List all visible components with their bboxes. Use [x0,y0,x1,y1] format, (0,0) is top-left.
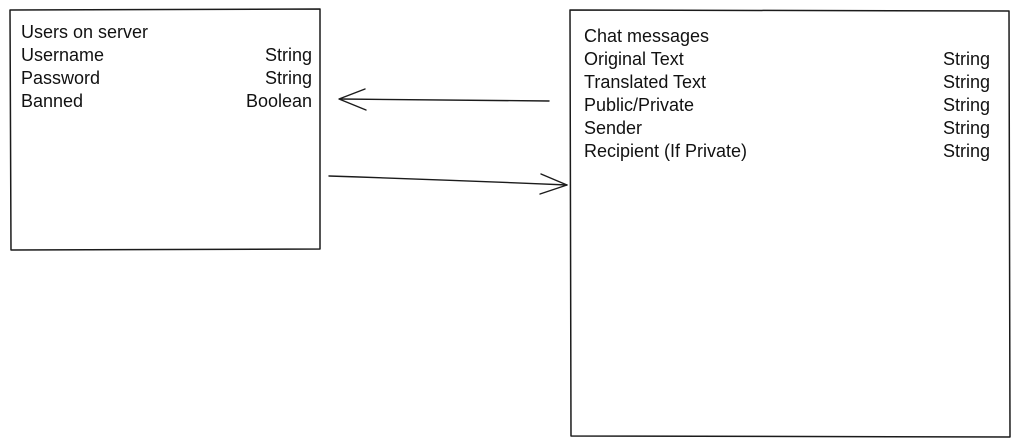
field-name: Password [21,68,101,88]
field-name: Public/Private [584,95,695,115]
arrow-chat-to-users [338,88,550,111]
chat-table-title: Chat messages [584,26,710,46]
field-type: String [942,118,990,138]
arrow-users-to-chat [328,173,568,195]
field-row-sender: Sender String [584,117,990,140]
field-type: String [264,45,312,65]
field-row-banned: Banned Boolean [21,90,312,113]
field-row-translated-text: Translated Text String [584,71,990,94]
users-table-border [9,8,321,251]
field-row-public-private: Public/Private String [584,94,990,117]
field-name: Translated Text [584,72,707,92]
field-type: String [942,141,990,161]
users-table-box: Users on server Username String Password… [9,8,321,251]
field-name: Banned [21,91,84,111]
field-type: String [942,72,990,92]
field-type: String [942,95,990,115]
field-type: String [942,49,990,69]
users-table-title: Users on server [21,22,149,42]
chat-table-border [569,9,1011,438]
field-type: Boolean [245,91,312,111]
chat-messages-table-box: Chat messages Original Text String Trans… [569,9,1011,438]
field-name: Recipient (If Private) [584,141,748,161]
field-type: String [264,68,312,88]
field-name: Original Text [584,49,684,69]
field-row-original-text: Original Text String [584,48,990,71]
field-row-username: Username String [21,44,312,67]
field-row-password: Password String [21,67,312,90]
field-name: Username [21,45,105,65]
field-name: Sender [584,118,643,138]
field-row-recipient: Recipient (If Private) String [584,140,990,163]
